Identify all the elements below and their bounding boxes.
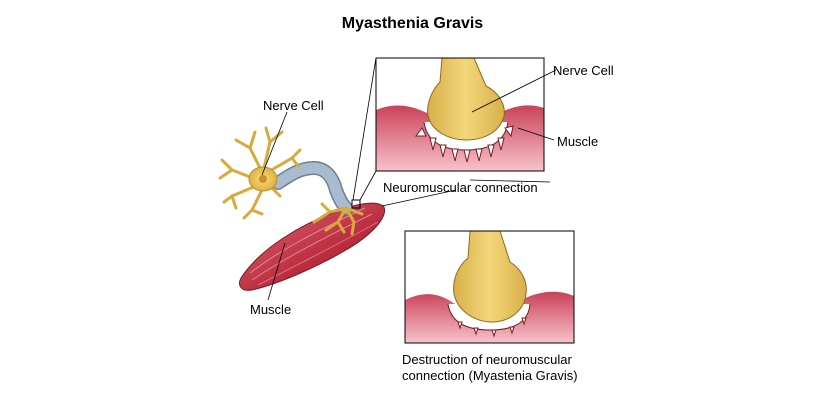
label-neuromuscular-connection: Neuromuscular connection	[383, 180, 538, 195]
label-nerve-cell-main: Nerve Cell	[263, 98, 324, 113]
label-destruction-line2: connection (Myastenia Gravis)	[402, 368, 578, 383]
label-destruction-line1: Destruction of neuromuscular	[402, 352, 572, 367]
axon	[278, 168, 346, 208]
inset-destroyed	[405, 231, 574, 343]
label-muscle-inset: Muscle	[557, 134, 598, 149]
label-muscle-main: Muscle	[250, 302, 291, 317]
label-nerve-cell-inset: Nerve Cell	[553, 63, 614, 78]
inset-healthy	[376, 58, 544, 171]
muscle-bundle	[240, 203, 385, 290]
zoom-lines	[353, 58, 376, 200]
